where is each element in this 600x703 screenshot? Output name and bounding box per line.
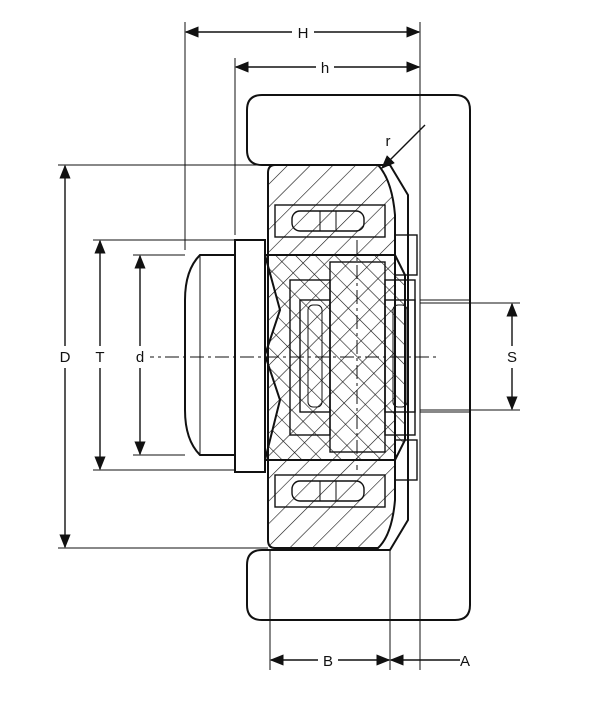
needle-cage-right <box>384 299 416 413</box>
label-T: T <box>95 349 104 366</box>
guide-rail <box>246 94 471 621</box>
dim-r-leader <box>381 124 426 169</box>
label-D: D <box>60 349 71 366</box>
label-d: d <box>136 349 144 366</box>
label-r: r <box>386 133 391 150</box>
label-H: H <box>298 25 309 42</box>
label-S: S <box>507 349 517 366</box>
label-A: A <box>460 653 470 670</box>
roller-top <box>274 204 386 238</box>
stud-flange <box>234 239 266 473</box>
label-h: h <box>321 60 329 77</box>
roller-bottom <box>274 474 386 508</box>
needle-cage-left <box>299 299 331 413</box>
label-B: B <box>323 653 333 670</box>
stud-head <box>184 254 236 456</box>
